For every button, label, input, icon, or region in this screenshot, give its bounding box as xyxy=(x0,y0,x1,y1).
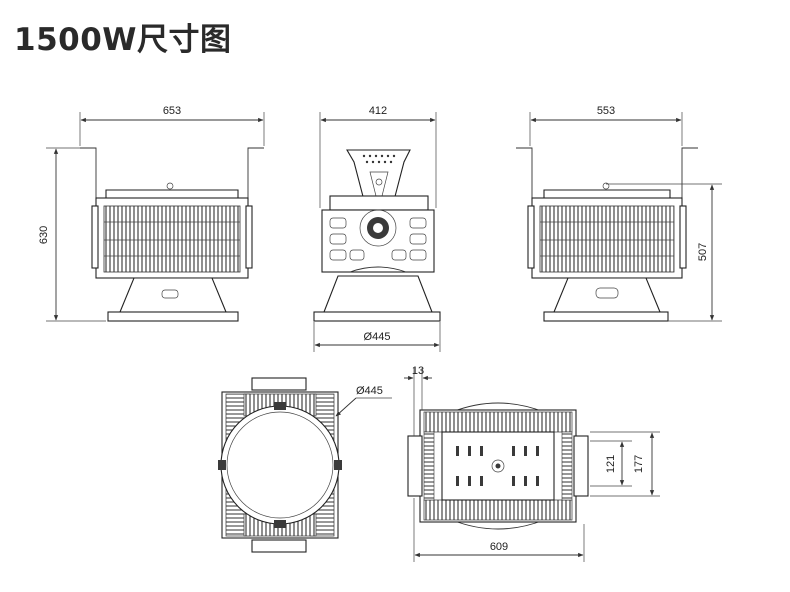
top-view: 13 609 121 177 xyxy=(404,365,660,562)
back-height-label: 507 xyxy=(697,243,709,261)
back-view: 553 507 xyxy=(516,105,722,322)
back-width-label: 553 xyxy=(597,105,615,117)
side-base-diameter-label: Ø445 xyxy=(364,331,391,343)
front-view: 653 630 xyxy=(38,105,265,322)
mount-offset-label: 13 xyxy=(412,365,424,377)
mount-bracket-height-label: 177 xyxy=(633,455,645,473)
page-title: 1500W尺寸图 xyxy=(14,22,232,58)
front-width-label: 653 xyxy=(163,105,181,117)
bottom-diameter-label: Ø445 xyxy=(356,385,383,397)
side-width-label: 412 xyxy=(369,105,387,117)
mount-hole-spacing-label: 121 xyxy=(605,455,617,473)
top-length-label: 609 xyxy=(490,541,508,553)
side-view: 412 Ø445 xyxy=(313,105,441,352)
bottom-view: Ø445 xyxy=(218,377,392,553)
front-height-label: 630 xyxy=(38,226,50,244)
